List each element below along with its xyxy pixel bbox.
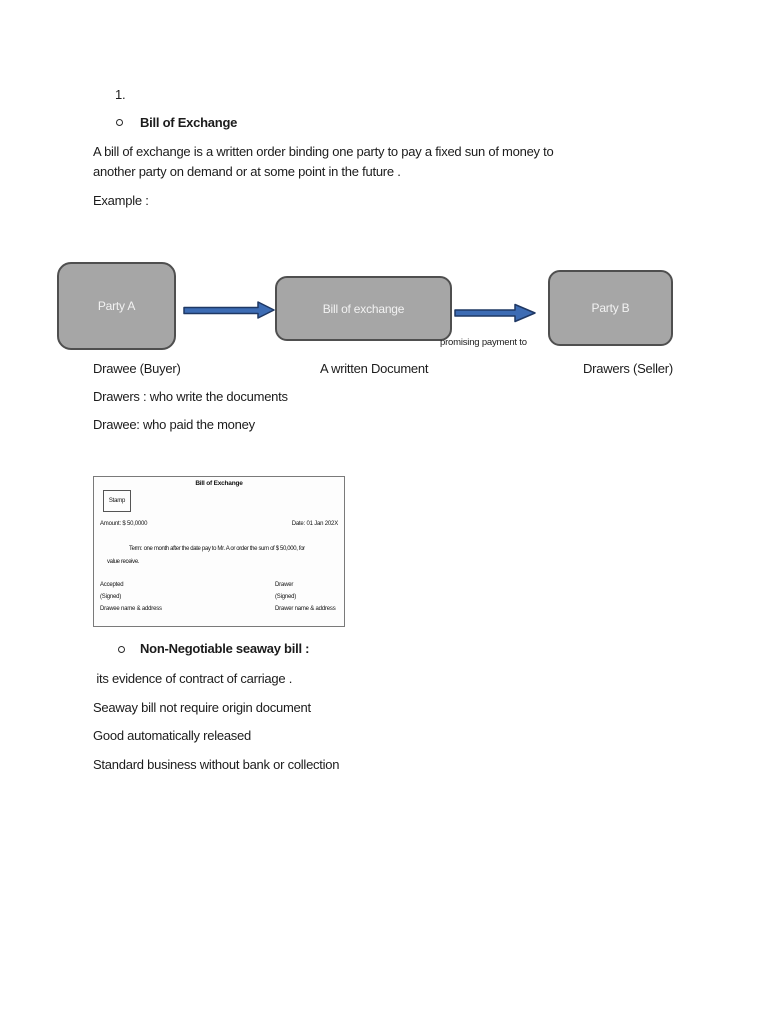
- bill-of-exchange-box: Bill of exchange: [275, 276, 452, 341]
- party-a-label: Party A: [97, 299, 136, 313]
- party-b-label: Party B: [591, 301, 630, 315]
- list-number: 1.: [115, 87, 126, 102]
- paragraph-line: another party on demand or at some point…: [93, 164, 401, 179]
- seaway-line: its evidence of contract of carriage .: [93, 671, 293, 686]
- box-caption-document: A written Document: [320, 361, 429, 376]
- box-caption-drawers: Drawers (Seller): [583, 361, 673, 376]
- bill-signature-left: Accepted: [100, 582, 124, 588]
- party-a-box: Party A: [57, 262, 176, 350]
- note-line: Drawee: who paid the money: [93, 417, 255, 432]
- arrow-caption: promising payment to: [440, 337, 527, 348]
- bill-signature-right: (Signed): [275, 594, 297, 600]
- bill-signature-right: Drawer name & address: [275, 606, 336, 612]
- paragraph-line: A bill of exchange is a written order bi…: [93, 144, 554, 159]
- arrow-right-icon: [183, 301, 275, 319]
- bill-amount: Amount: $ 50,0000: [100, 521, 148, 527]
- stamp-label: Stamp: [108, 498, 126, 504]
- bill-date: Date: 01 Jan 202X: [291, 521, 339, 527]
- seaway-line: Good automatically released: [93, 728, 252, 743]
- section-heading-bill-of-exchange: Bill of Exchange: [140, 115, 238, 130]
- stamp-box: Stamp: [103, 490, 131, 512]
- bill-signature-left: (Signed): [100, 594, 122, 600]
- bill-signature-left: Drawee name & address: [100, 606, 162, 612]
- note-line: Drawers : who write the documents: [93, 389, 288, 404]
- circle-bullet-icon: [116, 119, 123, 126]
- arrow-right-icon: [454, 303, 536, 323]
- bill-signature-right: Drawer: [275, 582, 294, 588]
- section-heading-seaway-bill: Non-Negotiable seaway bill :: [140, 641, 310, 656]
- example-label: Example :: [93, 193, 149, 208]
- box-caption-drawee: Drawee (Buyer): [93, 361, 181, 376]
- bill-form-image: Bill of Exchange Stamp Amount: $ 50,0000…: [93, 476, 345, 627]
- seaway-line: Seaway bill not require origin document: [93, 700, 311, 715]
- seaway-line: Standard business without bank or collec…: [93, 757, 340, 772]
- circle-bullet-icon: [118, 646, 125, 653]
- bill-title: Bill of Exchange: [195, 480, 243, 487]
- bill-term-line: value receive.: [107, 559, 140, 565]
- bill-of-exchange-label: Bill of exchange: [322, 301, 405, 316]
- bill-term-line: Term: one month after the date pay to Mr…: [129, 546, 305, 552]
- party-b-box: Party B: [548, 270, 673, 346]
